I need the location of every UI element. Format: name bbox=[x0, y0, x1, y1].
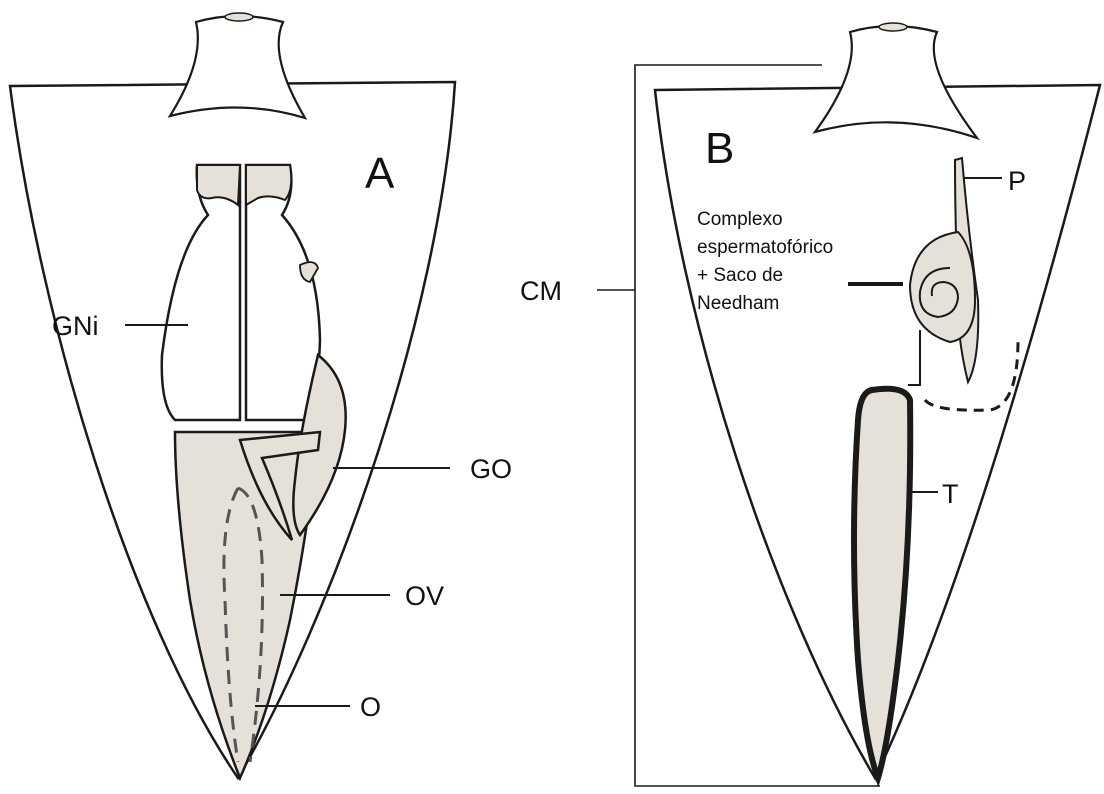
label-p: P bbox=[1008, 166, 1026, 196]
label-complex-line-2: espermatofórico bbox=[697, 237, 833, 258]
label-complex-line-3: + Saco de bbox=[697, 265, 783, 286]
label-go: GO bbox=[470, 454, 512, 484]
panel-b: B CM P T Complexo espermatofórico + Saco… bbox=[520, 23, 1100, 786]
panel-a-head-eye bbox=[225, 13, 253, 21]
panel-a-head bbox=[170, 16, 305, 118]
panel-b-head-eye bbox=[879, 23, 907, 31]
label-ov: OV bbox=[405, 581, 444, 611]
panel-a-letter: A bbox=[365, 149, 395, 198]
label-complex-line-4: Needham bbox=[697, 293, 779, 314]
label-complex-line-1: Complexo bbox=[697, 209, 783, 230]
panel-a: A GNi GO OV O bbox=[10, 13, 512, 778]
label-gni: GNi bbox=[52, 311, 99, 341]
panel-b-head bbox=[815, 26, 977, 138]
panel-b-letter: B bbox=[705, 124, 734, 173]
label-o: O bbox=[360, 692, 381, 722]
label-t: T bbox=[942, 479, 959, 509]
label-cm: CM bbox=[520, 276, 562, 306]
